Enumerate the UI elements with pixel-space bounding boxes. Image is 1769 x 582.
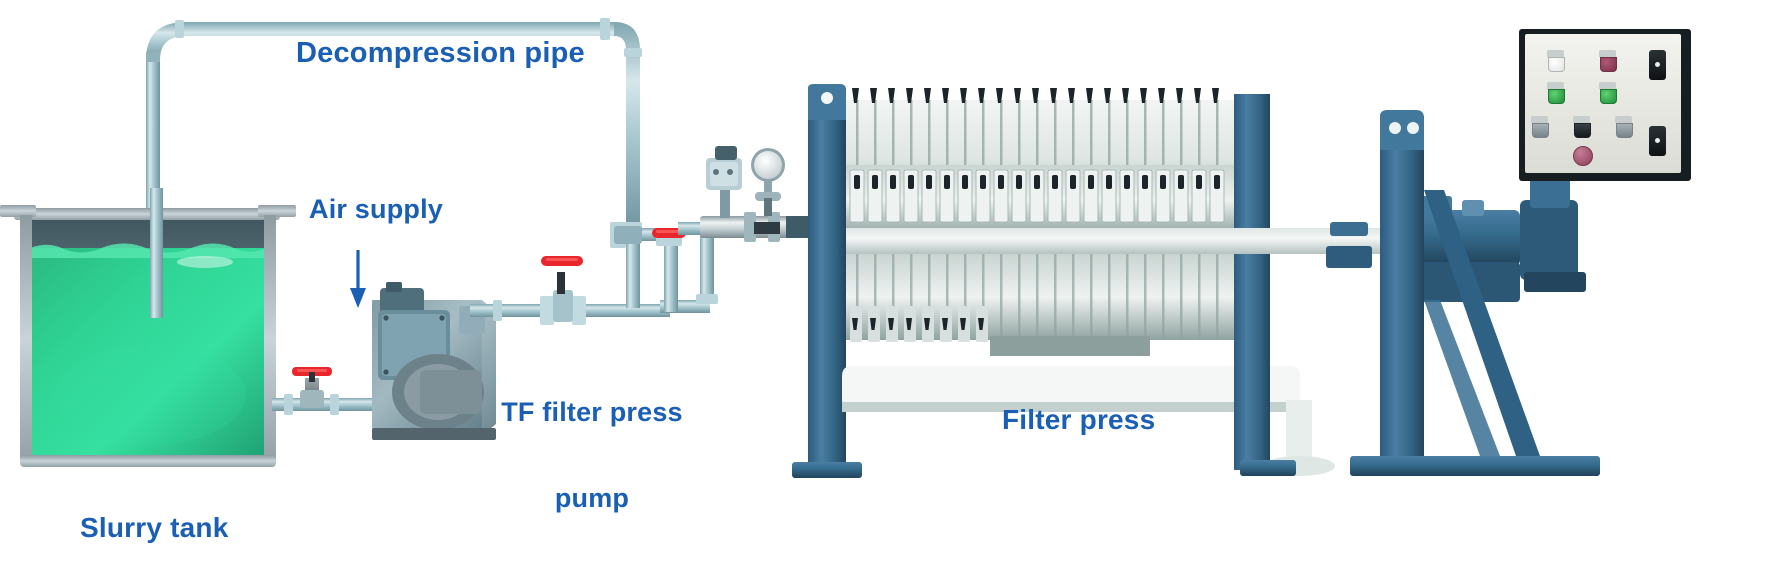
lamp-white[interactable] bbox=[1547, 50, 1565, 72]
filter-press-graphic bbox=[792, 84, 1600, 478]
lamp-green-right[interactable] bbox=[1599, 82, 1617, 104]
slurry-tank-graphic bbox=[0, 188, 296, 467]
valve-actuator bbox=[706, 146, 742, 218]
control-panel[interactable] bbox=[1519, 29, 1691, 181]
label-filter-press: Filter press bbox=[1002, 404, 1156, 435]
rocker-switch-upper[interactable] bbox=[1649, 50, 1666, 80]
control-panel-face bbox=[1525, 34, 1681, 173]
tank-valve-handwheel bbox=[292, 367, 332, 382]
label-slurry-tank: Slurry tank bbox=[80, 512, 229, 543]
label-tf-filter-press-pump-line1: TF filter press bbox=[501, 397, 683, 428]
pump-valve-handwheel bbox=[541, 256, 583, 266]
feed-manifold bbox=[700, 146, 826, 242]
lamp-red-top[interactable] bbox=[1599, 50, 1617, 72]
pressure-gauge bbox=[751, 148, 785, 216]
label-tf-filter-press-pump: TF filter press pump bbox=[492, 341, 692, 570]
lamp-red-bottom[interactable] bbox=[1573, 146, 1593, 166]
button-black-center[interactable] bbox=[1573, 116, 1591, 138]
rocker-switch-lower[interactable] bbox=[1649, 126, 1666, 156]
label-tf-filter-press-pump-line2: pump bbox=[554, 483, 630, 514]
button-gray-left[interactable] bbox=[1531, 116, 1549, 138]
air-supply-arrow bbox=[350, 250, 366, 308]
label-decompression-pipe: Decompression pipe bbox=[296, 37, 585, 69]
lamp-green-left[interactable] bbox=[1547, 82, 1565, 104]
label-air-supply: Air supply bbox=[309, 194, 444, 224]
pump-discharge-line bbox=[470, 222, 718, 325]
tank-outlet-line bbox=[272, 367, 382, 415]
pump-graphic bbox=[372, 282, 496, 440]
feed-valve-handwheel bbox=[652, 228, 686, 238]
button-gray-right[interactable] bbox=[1615, 116, 1633, 138]
